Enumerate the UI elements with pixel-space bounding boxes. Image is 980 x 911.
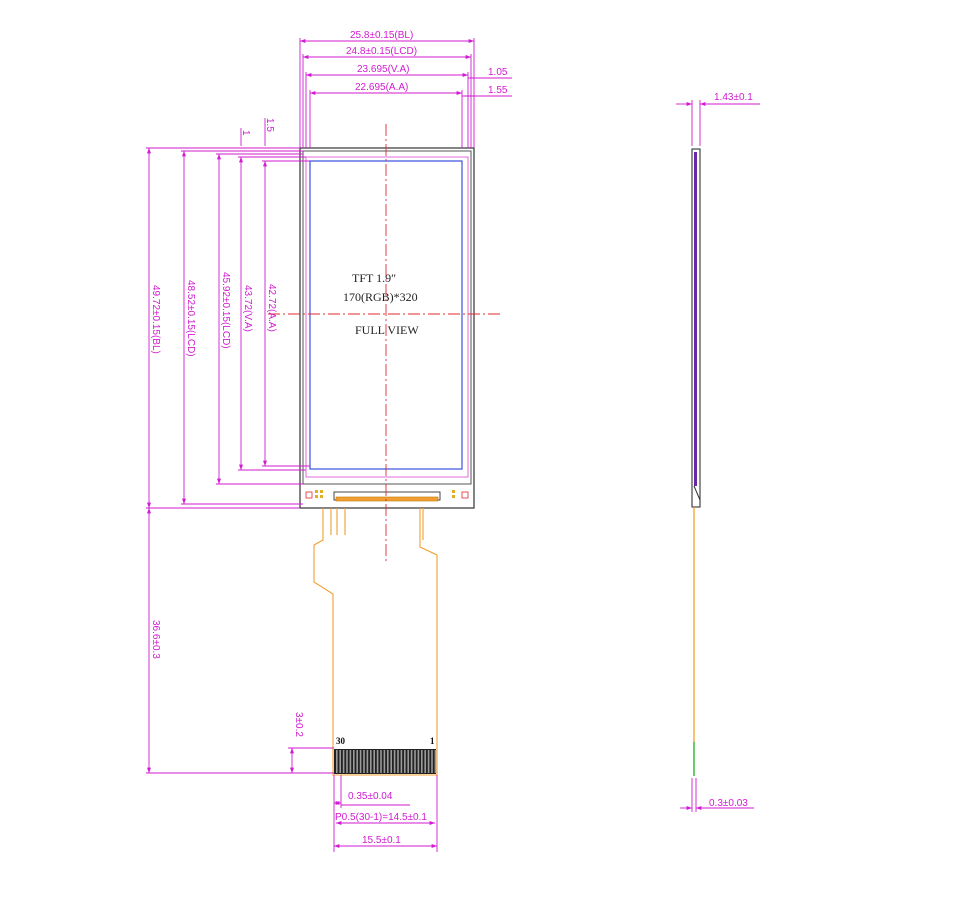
- dim-height-bl: 49.72±0.15(BL): [150, 285, 161, 354]
- dim-pitch: P0.5(30-1)=14.5±0.1: [335, 812, 427, 823]
- top-dimensions: 25.8±0.15(BL) 24.8±0.15(LCD) 23.695(V.A)…: [299, 30, 512, 148]
- dim-side-fpc-thickness: 0.3±0.03: [709, 798, 748, 809]
- fpc-pin: [370, 750, 372, 773]
- fpc-pin: [349, 750, 352, 773]
- dim-width-lcd: 24.8±0.15(LCD): [346, 46, 417, 57]
- fpc-pin: [387, 750, 389, 773]
- fpc-pin: [373, 750, 375, 773]
- fpc-pin: [390, 750, 392, 773]
- fpc-pin: [346, 750, 348, 773]
- fpc-pin: [431, 750, 433, 773]
- dim-height-lcd: 48.52±0.15(LCD): [185, 280, 196, 357]
- fpc-pin: [427, 750, 430, 773]
- fpc-pin: [356, 750, 358, 773]
- pin-label-30: 30: [336, 736, 346, 746]
- pin-label-1: 1: [430, 736, 435, 746]
- dim-fpc-length: 36.6±0.3: [150, 620, 161, 659]
- fpc-pin: [363, 750, 365, 773]
- dim-side-thickness: 1.43±0.1: [714, 92, 753, 103]
- dim-pin-width: 0.35±0.04: [348, 791, 393, 802]
- dim-fpc-width: 15.5±0.1: [362, 835, 401, 846]
- fpc-pin: [407, 750, 409, 773]
- fpc-pin: [383, 750, 386, 773]
- dim-width-va: 23.695(V.A): [357, 64, 409, 75]
- side-view: 1.43±0.1 0.3±0.03: [676, 92, 760, 812]
- fpc-pin: [342, 750, 345, 773]
- dim-height-lcd2: 45.92±0.15(LCD): [220, 272, 231, 349]
- front-view: TFT 1.9″ 170(RGB)*320 FULL VIEW 30 1: [268, 124, 500, 776]
- left-dimensions: 49.72±0.15(BL) 48.52±0.15(LCD) 45.92±0.1…: [146, 118, 334, 774]
- dim-width-bl: 25.8±0.15(BL): [350, 30, 413, 41]
- dim-top-offset-2: 1.5: [264, 118, 275, 132]
- dim-width-aa: 22.695(A.A): [355, 82, 408, 93]
- fpc-pin: [397, 750, 399, 773]
- fpc-outline: [313, 508, 438, 776]
- fpc-pin: [414, 750, 416, 773]
- fpc-pin: [359, 750, 362, 773]
- lcd-outline: [302, 150, 472, 485]
- fiducial-left: [305, 490, 323, 499]
- dim-offset-aa: 1.55: [488, 85, 508, 96]
- viewing-area: [305, 156, 469, 478]
- fpc-pin: [424, 750, 426, 773]
- fpc-pin: [404, 750, 406, 773]
- bottom-dimensions: 0.35±0.04 P0.5(30-1)=14.5±0.1 15.5±0.1: [333, 775, 438, 852]
- fpc-pin: [400, 750, 403, 773]
- side-glass-layer: [694, 152, 697, 486]
- driver-ic: [335, 496, 439, 502]
- fpc-pin: [393, 750, 396, 773]
- panel-label-resolution: 170(RGB)*320: [343, 290, 418, 304]
- dim-finger-length: 3±0.2: [293, 712, 304, 737]
- fpc-pin: [421, 750, 423, 773]
- panel-label-view: FULL VIEW: [355, 323, 419, 337]
- dim-offset-va: 1.05: [488, 67, 508, 78]
- fpc-pin: [339, 750, 341, 773]
- fpc-pin: [417, 750, 420, 773]
- dim-height-aa: 42.72(A.A): [266, 284, 277, 332]
- backlight-outline: [299, 147, 475, 509]
- fpc-pin: [434, 750, 437, 773]
- side-module-body: [691, 148, 701, 508]
- fpc-pin: [336, 750, 338, 773]
- fpc-pin: [366, 750, 369, 773]
- dim-top-offset-1: 1: [240, 130, 251, 136]
- fiducial-right: [452, 490, 469, 499]
- fpc-pin: [376, 750, 379, 773]
- fpc-pin: [410, 750, 413, 773]
- fpc-pin: [353, 750, 355, 773]
- fpc-pin: [380, 750, 382, 773]
- dim-height-va: 43.72(V.A): [242, 285, 253, 332]
- panel-label-size: TFT 1.9″: [352, 271, 396, 285]
